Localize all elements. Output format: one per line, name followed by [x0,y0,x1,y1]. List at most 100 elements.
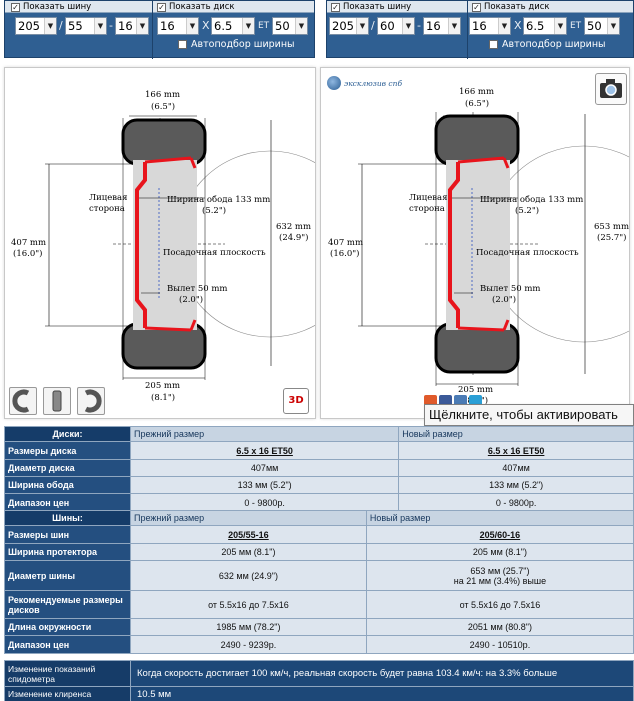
disk-diameter-select[interactable]: 16 ▼ [469,17,511,35]
chevron-down-icon: ▼ [186,18,198,34]
chevron-down-icon: ▼ [242,18,254,34]
row-label: Рекомендуемые размеры дисков [4,590,131,619]
rim-top-edge [144,156,192,164]
rim-diameter-label: 407 mm [11,238,46,248]
tire-profile-value: 55 [68,19,83,33]
rim-width-label: Ширина обода 133 mm [480,194,583,205]
disk-view-button[interactable] [43,387,71,415]
checkbox-icon: ✓ [472,2,481,12]
outer-diameter-in-label: (25.7") [597,232,626,243]
tire-bottom-block [434,322,520,374]
rim-width-label: Ширина обода 133 mm [167,194,270,205]
tire-profile-select[interactable]: 60 ▼ [377,17,415,35]
tire-side-icon [12,389,30,413]
wheel-side-icon [84,389,102,413]
show-tire-checkbox[interactable]: ✓ Показать шину [331,2,411,12]
auto-width-checkbox[interactable]: Автоподбор ширины [489,39,606,50]
x-separator: X [514,19,522,32]
row-value-new: 653 мм (25.7") на 21 мм (3.4%) выше [365,560,634,591]
table-header-row: Диски: Прежний размер Новый размер [4,426,634,442]
tire-width-select[interactable]: 205 ▼ [329,17,369,35]
row-label: Ширина протектора [4,543,131,561]
disk-width-select[interactable]: 6.5 ▼ [523,17,567,35]
tire-view-button[interactable] [9,387,37,415]
disk-et-value: 50 [587,19,602,33]
brand-logo: эксклюзив спб [327,76,402,90]
tire-size-old-link[interactable]: 205/55-16 [130,525,367,544]
top-width-label: 166 mm [459,87,494,97]
chevron-down-icon: ▼ [554,18,566,34]
assembly-view-button[interactable] [77,387,105,415]
chevron-down-icon: ▼ [448,18,460,34]
tire-width-select[interactable]: 205 ▼ [15,17,57,35]
col-old-size: Прежний размер [130,510,367,526]
tire-cross-section: 166 mm (6.5") Лицевая сторона Ширина обо… [11,90,315,403]
dash-separator: - [417,19,421,32]
screenshot-button[interactable] [595,73,627,105]
table-row: Изменение показаний спидометра Когда ско… [4,660,634,687]
mount-plane-label: Посадочная плоскость [476,248,579,258]
tire-width-value: 205 [332,19,354,33]
show-tire-label: Показать шину [343,2,412,12]
table-row: Диапазон цен 0 - 9800р. 0 - 9800р. [4,493,634,512]
show-disk-checkbox[interactable]: ✓ Показать диск [472,2,550,12]
row-label: Размеры диска [4,441,131,460]
disk-diameter-select[interactable]: 16 ▼ [157,17,199,35]
disk-diameter-value: 16 [160,19,175,33]
rim-width-in-label: (5.2") [515,205,539,216]
rim-diameter-label: 407 mm [328,238,363,248]
size-selector-old: ✓ Показать шину ✓ Показать диск 205 ▼ / … [4,0,315,59]
row-value-new: 0 - 9800р. [398,493,634,512]
table-row: Изменение клиренса 10.5 мм [4,686,634,701]
row-label: Размеры шин [4,525,131,544]
disk-et-select[interactable]: 50 ▼ [584,17,620,35]
table-row: Размеры шин 205/55-16 205/60-16 [4,525,634,544]
show-disk-label: Показать диск [484,2,550,12]
row-label: Изменение показаний спидометра [4,660,131,687]
slash-separator: / [371,19,375,32]
show-tire-checkbox[interactable]: ✓ Показать шину [11,2,91,12]
outer-diameter-in-label: (24.9") [279,232,308,243]
auto-width-checkbox[interactable]: Автоподбор ширины [178,39,295,50]
tire-profile-select[interactable]: 55 ▼ [65,17,107,35]
tire-sidewall [133,160,197,330]
tire-diameter-select[interactable]: 16 ▼ [115,17,149,35]
row-value-new: 2490 - 10510р. [365,635,634,654]
rim-lip-top [502,157,510,169]
logo-icon [327,76,341,90]
top-width-in-label: (6.5") [151,101,175,112]
disk-size-old-link[interactable]: 6.5 x 16 ET50 [129,441,400,460]
row-value-old: 1985 мм (78.2") [130,618,367,636]
offset-label: Вылет 50 mm [167,284,227,294]
offset-in-label: (2.0") [492,294,516,305]
disk-width-value: 6.5 [526,19,545,33]
row-value-old: 407мм [129,459,400,477]
tread-width-label: 205 mm [145,381,180,391]
rim-top-edge [457,156,505,164]
tire-diameter-diff: на 21 мм (3.4%) выше [453,575,547,586]
tire-bottom-block [121,322,207,370]
disk-width-select[interactable]: 6.5 ▼ [211,17,255,35]
row-value-old: 0 - 9800р. [129,493,400,512]
table-row: Размеры диска 6.5 x 16 ET50 6.5 x 16 ET5… [4,441,634,460]
chevron-down-icon: ▼ [136,18,148,34]
row-value-new: от 5.5x16 до 7.5x16 [365,590,634,619]
tire-size-new-link[interactable]: 205/60-16 [365,525,634,544]
tire-width-value: 205 [18,19,40,33]
row-label: Диаметр диска [4,459,131,477]
tire-diameter-value: 16 [118,19,133,33]
row-label: Ширина обода [4,476,131,494]
face-side-label-2: сторона [89,204,125,214]
tire-diameter-select[interactable]: 16 ▼ [423,17,461,35]
rim-lip-bottom [502,319,510,331]
disk-et-select[interactable]: 50 ▼ [272,17,308,35]
offset-label: Вылет 50 mm [480,284,540,294]
checkbox-icon: ✓ [331,2,340,12]
et-label: ET [258,21,270,31]
show-disk-checkbox[interactable]: ✓ Показать диск [157,2,235,12]
view-3d-button[interactable]: 3D [283,388,309,414]
tire-diagram-new: эксклюзив спб 166 mm (6.5") Лицева [320,67,630,419]
disk-size-new-link[interactable]: 6.5 x 16 ET50 [398,441,634,460]
row-value-old: 2490 - 9239р. [130,635,367,654]
summary-table: Изменение показаний спидометра Когда ско… [4,660,634,701]
